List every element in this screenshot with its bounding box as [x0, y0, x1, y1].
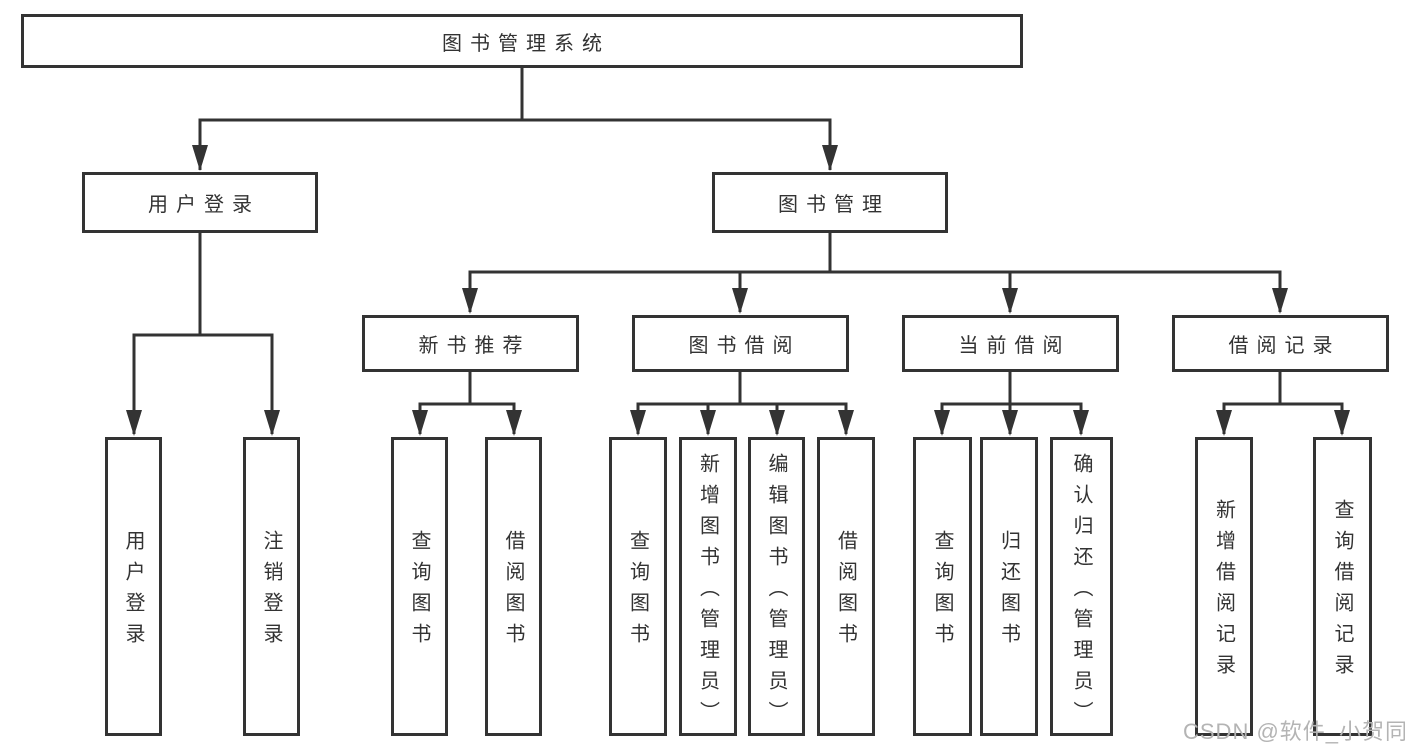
- node-borrow-records: 借阅记录: [1172, 315, 1389, 372]
- node-current-borrow: 当前借阅: [902, 315, 1119, 372]
- leaf-query-books-recommend: 查询图书: [391, 437, 448, 736]
- leaf-borrow-books: 借阅图书: [817, 437, 875, 736]
- leaf-confirm-return-admin: 确认归还（管理员）: [1050, 437, 1113, 736]
- leaf-add-borrow-record: 新增借阅记录: [1195, 437, 1253, 736]
- csdn-watermark: CSDN @软件_小贺同学: [1183, 719, 1405, 744]
- leaf-query-books-borrow: 查询图书: [609, 437, 667, 736]
- leaf-query-books-current: 查询图书: [913, 437, 972, 736]
- node-user-login: 用户登录: [82, 172, 318, 233]
- leaf-edit-books-admin: 编辑图书（管理员）: [748, 437, 805, 736]
- node-book-borrow: 图书借阅: [632, 315, 849, 372]
- leaf-borrow-books-recommend: 借阅图书: [485, 437, 542, 736]
- arrowheads: [126, 145, 1350, 436]
- leaf-add-books-admin: 新增图书（管理员）: [679, 437, 737, 736]
- node-new-book-recommend: 新书推荐: [362, 315, 579, 372]
- node-book-management: 图书管理: [712, 172, 948, 233]
- leaf-query-borrow-record: 查询借阅记录: [1313, 437, 1372, 736]
- leaf-logout: 注销登录: [243, 437, 300, 736]
- leaf-user-login: 用户登录: [105, 437, 162, 736]
- node-library-system: 图书管理系统: [21, 14, 1023, 68]
- leaf-return-books: 归还图书: [980, 437, 1038, 736]
